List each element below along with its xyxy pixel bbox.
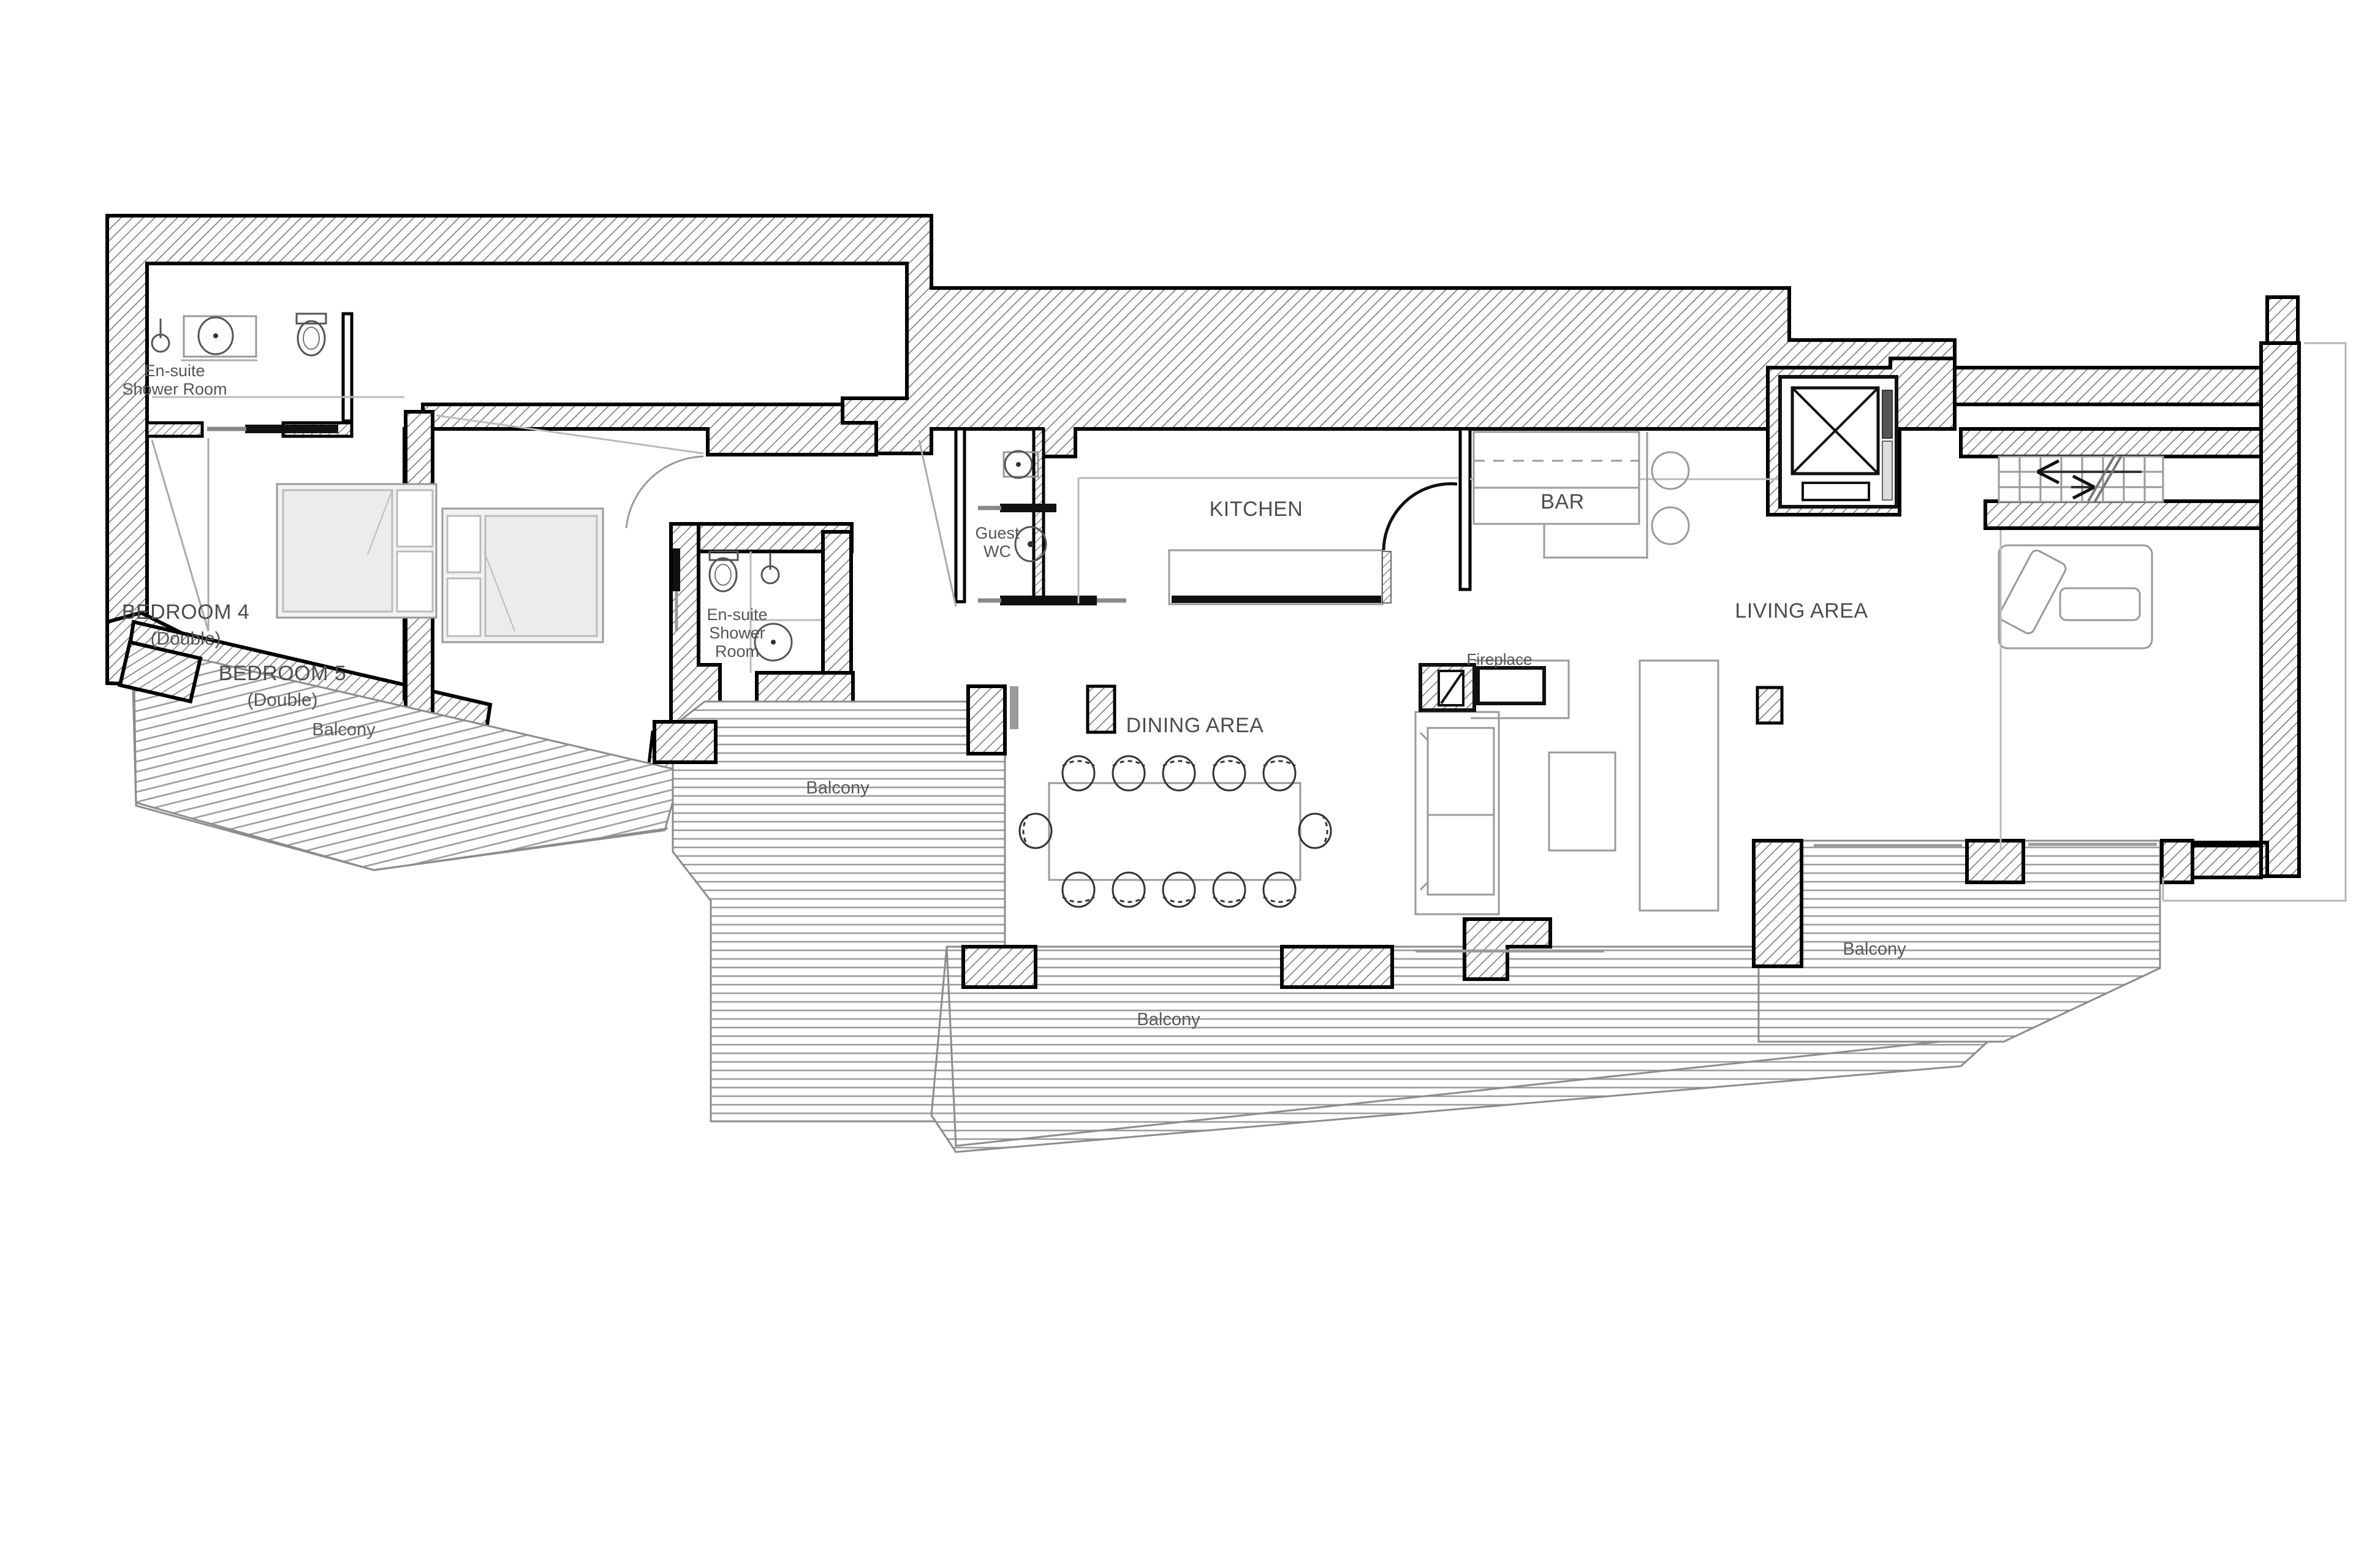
double-bed-bedroom4 xyxy=(276,483,438,619)
wash-basin-icon-2 xyxy=(754,623,793,662)
dining-table xyxy=(1048,782,1302,881)
balcony-pier-8 xyxy=(1965,839,2025,884)
wc-toilet-icon-1 xyxy=(295,312,327,357)
wall-ensuite1-east xyxy=(341,312,354,423)
console-living xyxy=(1639,659,1719,912)
kitchen-island-end xyxy=(1382,551,1392,604)
coffee-table-living xyxy=(1548,751,1616,852)
door-guestwc-lower xyxy=(1000,596,1097,605)
door-swing-kitchen xyxy=(1382,482,1458,551)
dining-chair xyxy=(1061,755,1096,792)
outer-wall-east-main xyxy=(2259,341,2301,878)
dining-chair xyxy=(1262,755,1297,792)
door-swing-bedroom5 xyxy=(625,455,704,529)
fireplace-hearth xyxy=(1419,659,1570,719)
dining-chair xyxy=(1262,871,1297,908)
staircase-icon xyxy=(1998,453,2164,504)
balcony-pier-9 xyxy=(2160,839,2194,884)
dining-chair xyxy=(1112,755,1146,792)
pier-dining-west xyxy=(1086,684,1116,734)
door-swing-bed4 xyxy=(151,439,210,632)
balcony-pier-1 xyxy=(118,640,203,704)
wall-stair-south xyxy=(1984,499,2263,530)
double-bed-bedroom5 xyxy=(441,507,604,643)
wall-stair-north xyxy=(1959,427,2263,458)
wall-kitchen-bar xyxy=(1458,427,1472,591)
dining-chair xyxy=(1162,871,1196,908)
sofa-living-mid xyxy=(1414,711,1500,915)
door-sliding-ensuite1 xyxy=(245,425,338,433)
balcony-east-deck xyxy=(1757,839,2161,1043)
wall-ensuite1-south-left xyxy=(145,421,204,438)
furniture-layer xyxy=(151,312,2164,915)
balcony-pier-6 xyxy=(1463,917,1552,981)
balcony-pier-7 xyxy=(1752,839,1803,968)
wall-guestwc-west xyxy=(954,427,966,604)
balcony-west-edge xyxy=(132,643,669,871)
shower-head-icon-1 xyxy=(151,319,170,353)
balcony-pier-3 xyxy=(966,684,1007,756)
balcony-pier-4 xyxy=(961,945,1037,989)
bar-stool-1 xyxy=(1651,451,1690,490)
wash-basin-icon-guestwc xyxy=(1002,450,1039,479)
balcony-pier-5 xyxy=(1280,945,1394,989)
dining-chair xyxy=(1112,871,1146,908)
wc-toilet-icon-2 xyxy=(708,550,739,593)
dining-chair xyxy=(1212,871,1246,908)
dining-chairs xyxy=(1018,755,1332,908)
dining-chair xyxy=(1298,812,1332,849)
dining-chair xyxy=(1212,755,1246,792)
pier-living-mid xyxy=(1756,686,1784,725)
door-ensuite2 xyxy=(673,548,680,591)
sofa-living-east xyxy=(1998,544,2153,650)
door-swing-hall xyxy=(918,439,957,607)
balcony-pier-2 xyxy=(653,720,718,764)
bed5-head-line xyxy=(436,414,704,455)
stub-line-dining xyxy=(1010,686,1018,729)
wash-basin-icon-1 xyxy=(183,315,257,358)
kitchen-island xyxy=(1168,549,1384,605)
dining-chair xyxy=(1018,812,1053,849)
wall-ensuite2-north xyxy=(671,522,854,553)
door-guestwc-upper xyxy=(1000,504,1056,512)
dining-chair xyxy=(1061,871,1096,908)
wc-toilet-icon-guestwc xyxy=(1014,526,1047,562)
wall-ensuite2-east xyxy=(821,530,853,681)
site-boundary-layer xyxy=(2162,342,2347,902)
shower-head-icon-2 xyxy=(760,553,780,585)
dining-chair xyxy=(1162,755,1196,792)
site-boundary-east xyxy=(2163,342,2347,902)
balcony-layer xyxy=(118,640,2194,1153)
bar-stool-2 xyxy=(1651,506,1690,545)
lift-icon xyxy=(1778,375,1898,509)
balcony-middle-deck xyxy=(672,700,1006,1123)
bar-counter xyxy=(1472,431,1648,559)
